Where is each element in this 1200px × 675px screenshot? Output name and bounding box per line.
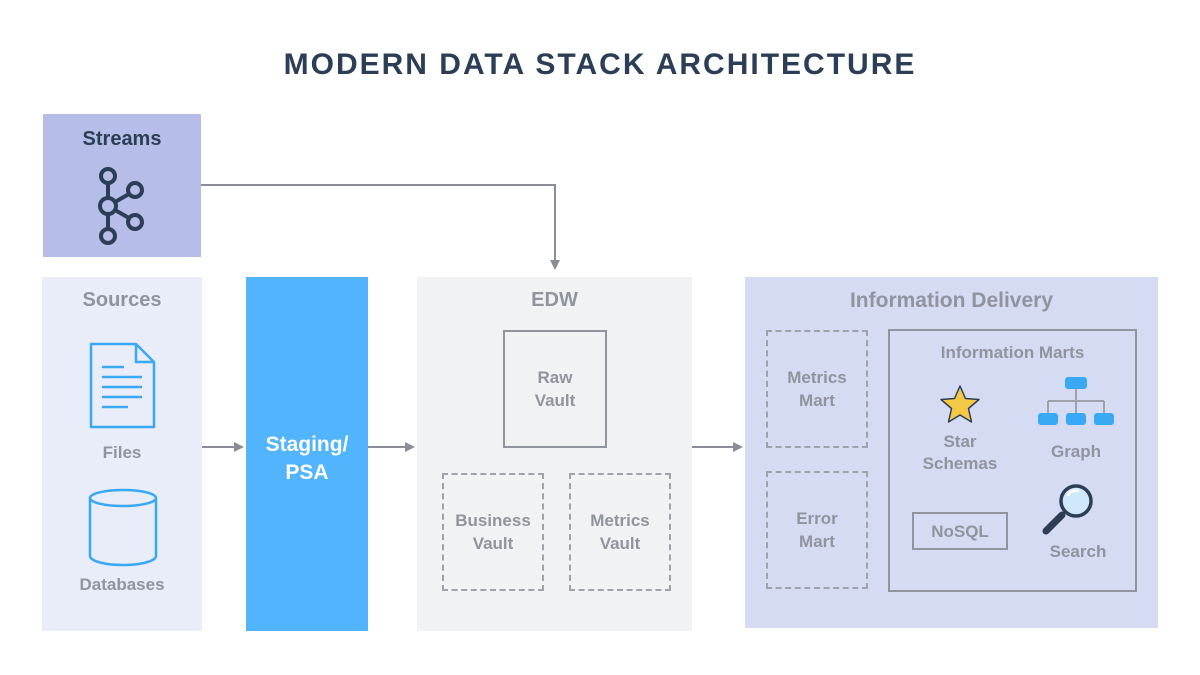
edw-label: EDW: [531, 289, 578, 311]
business-vault-line2: Vault: [472, 534, 514, 553]
business-vault-box: Business Vault: [442, 473, 544, 591]
sources-label: Sources: [82, 289, 162, 311]
streams-label: Streams: [82, 128, 162, 150]
graph-label: Graph: [1050, 442, 1102, 461]
metrics-vault-box: Metrics Vault: [569, 473, 671, 591]
metrics-vault-line1: Metrics: [590, 511, 650, 530]
metrics-mart-line2: Mart: [799, 391, 835, 410]
databases-label: Databases: [79, 575, 165, 594]
information-delivery-panel: Information Delivery Metrics Mart Error …: [745, 277, 1158, 628]
kafka-icon: [98, 167, 144, 245]
raw-vault-line1: Raw: [537, 368, 573, 387]
raw-vault-line2: Vault: [534, 391, 576, 410]
staging-label: Staging/ PSA: [246, 431, 368, 487]
star-schemas-label: Star Schemas: [900, 431, 1020, 475]
metrics-vault-line2: Vault: [599, 534, 641, 553]
search-label: Search: [1049, 542, 1107, 561]
star-schemas-line2: Schemas: [922, 454, 998, 473]
streams-panel: Streams: [43, 114, 201, 257]
information-delivery-label: Information Delivery: [849, 289, 1054, 312]
error-mart-box: Error Mart: [766, 471, 868, 589]
document-icon: [89, 342, 156, 429]
page-title: MODERN DATA STACK ARCHITECTURE: [283, 48, 917, 81]
staging-psa-panel: Staging/ PSA: [246, 277, 368, 631]
raw-vault-box: Raw Vault: [503, 330, 607, 448]
metrics-mart-box: Metrics Mart: [766, 330, 868, 448]
edw-panel: EDW Raw Vault Business Vault Metrics Vau…: [417, 277, 692, 631]
error-mart-line2: Mart: [799, 532, 835, 551]
nosql-label: NoSQL: [931, 521, 989, 541]
database-icon: [88, 488, 158, 567]
information-marts-title: Information Marts: [940, 343, 1085, 362]
star-schemas-line1: Star: [943, 432, 977, 451]
staging-label-line1: Staging/: [265, 433, 349, 456]
error-mart-line1: Error: [796, 509, 838, 528]
files-label: Files: [102, 443, 142, 462]
staging-label-line2: PSA: [285, 461, 329, 484]
streams-to-edw-arrow: [201, 184, 560, 270]
business-vault-line1: Business: [455, 511, 531, 530]
information-marts-box: Information Marts Star Schemas Graph NoS…: [888, 329, 1137, 592]
magnifier-icon: [1042, 484, 1093, 535]
nosql-box: NoSQL: [912, 512, 1008, 550]
star-icon: [940, 385, 980, 423]
graph-icon: [1038, 377, 1114, 425]
sources-panel: Sources Files Databases: [42, 277, 202, 631]
metrics-mart-line1: Metrics: [787, 368, 847, 387]
